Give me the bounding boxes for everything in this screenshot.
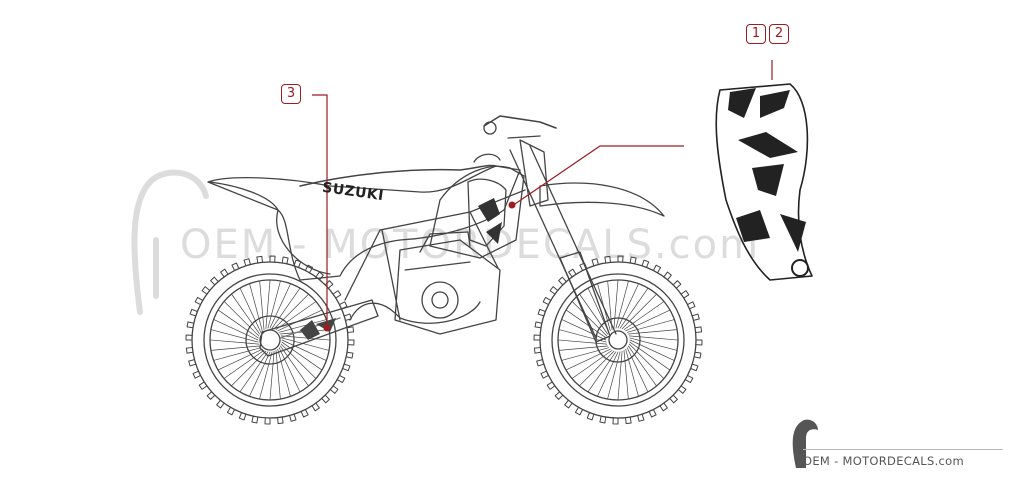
front-forks	[509, 145, 617, 343]
front-fender	[539, 182, 665, 217]
leader-lines	[312, 60, 773, 328]
number-plate	[519, 139, 549, 207]
fuel-tank	[429, 165, 525, 259]
exhaust-pipe	[349, 301, 481, 324]
grip	[483, 121, 497, 135]
seat	[299, 164, 497, 187]
swingarm-decal	[300, 318, 336, 340]
tank-shroud	[467, 178, 507, 247]
shroud-decal-detail	[715, 83, 813, 281]
callout-3[interactable]: 3	[281, 84, 301, 104]
shroud-graphic-on-bike	[478, 198, 502, 244]
front-wheel	[533, 255, 703, 425]
callout-1[interactable]: 1	[746, 24, 766, 44]
callout-2[interactable]: 2	[769, 24, 789, 44]
rear-wheel	[185, 255, 355, 425]
frame-rail	[344, 189, 526, 301]
rear-fender	[207, 165, 521, 281]
handlebar	[483, 115, 557, 129]
watermark-bird-icon	[131, 169, 209, 315]
swingarm	[259, 299, 379, 357]
leader-dots	[323, 201, 516, 332]
footer-divider	[803, 449, 1003, 450]
bird-logo-icon	[792, 419, 818, 468]
engine	[394, 231, 501, 335]
footer-brand-text: OEM - MOTORDECALS.com	[803, 454, 964, 468]
